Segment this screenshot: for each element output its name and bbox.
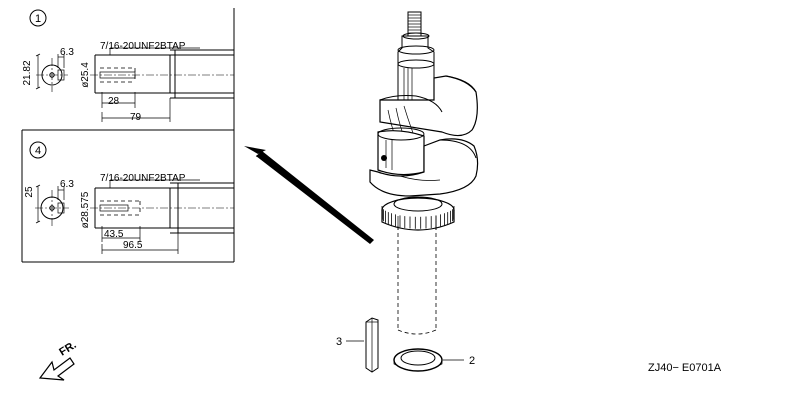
detail-1: 1 21.82 6.3 xyxy=(22,9,234,123)
detail-1-number: 1 xyxy=(35,13,41,25)
front-marker-label: FR. xyxy=(57,339,78,359)
detail-4-shaft-side-view xyxy=(90,179,234,254)
detail-leader-arrow xyxy=(244,146,374,244)
detail-4-dim-height: 25 xyxy=(24,186,35,198)
detail-1-dim-length: 79 xyxy=(130,112,142,123)
callout-3: 3 xyxy=(336,336,342,348)
detail-4-dim-length: 96.5 xyxy=(123,240,143,251)
detail-1-dim-depth: 28 xyxy=(108,96,120,107)
washer-part xyxy=(393,348,464,372)
crankshaft xyxy=(369,11,479,335)
detail-1-dim-height: 21.82 xyxy=(22,60,33,85)
detail-4-end-view xyxy=(35,184,69,226)
detail-1-number-circle xyxy=(29,9,47,27)
crankshaft-gear xyxy=(381,196,455,231)
front-direction-marker: FR. xyxy=(38,339,79,381)
detail-1-thread-label: 7/16-20UNF2BTAP xyxy=(100,41,186,52)
detail-1-end-view xyxy=(35,53,68,92)
detail-4-dim-depth: 43.5 xyxy=(104,229,124,240)
detail-4: 4 25 6.3 xyxy=(24,141,234,254)
detail-4-number: 4 xyxy=(35,145,41,157)
detail-1-dim-width: 6.3 xyxy=(60,47,74,58)
crankshaft-threaded-end xyxy=(407,11,422,37)
detail-4-dim-width: 6.3 xyxy=(60,179,74,190)
callout-2: 2 xyxy=(469,355,475,367)
detail-4-thread-label: 7/16-20UNF2BTAP xyxy=(100,173,186,184)
detail-4-number-circle xyxy=(29,141,47,159)
detail-1-shaft-side-view xyxy=(90,47,234,122)
key-part xyxy=(346,317,379,373)
detail-1-dim-diameter: ø25.4 xyxy=(80,62,91,88)
drawing-code: ZJ40− E0701A xyxy=(648,362,722,374)
detail-4-dim-diameter: ø28.575 xyxy=(80,191,91,228)
crankshaft-lower-shaft xyxy=(397,216,437,335)
